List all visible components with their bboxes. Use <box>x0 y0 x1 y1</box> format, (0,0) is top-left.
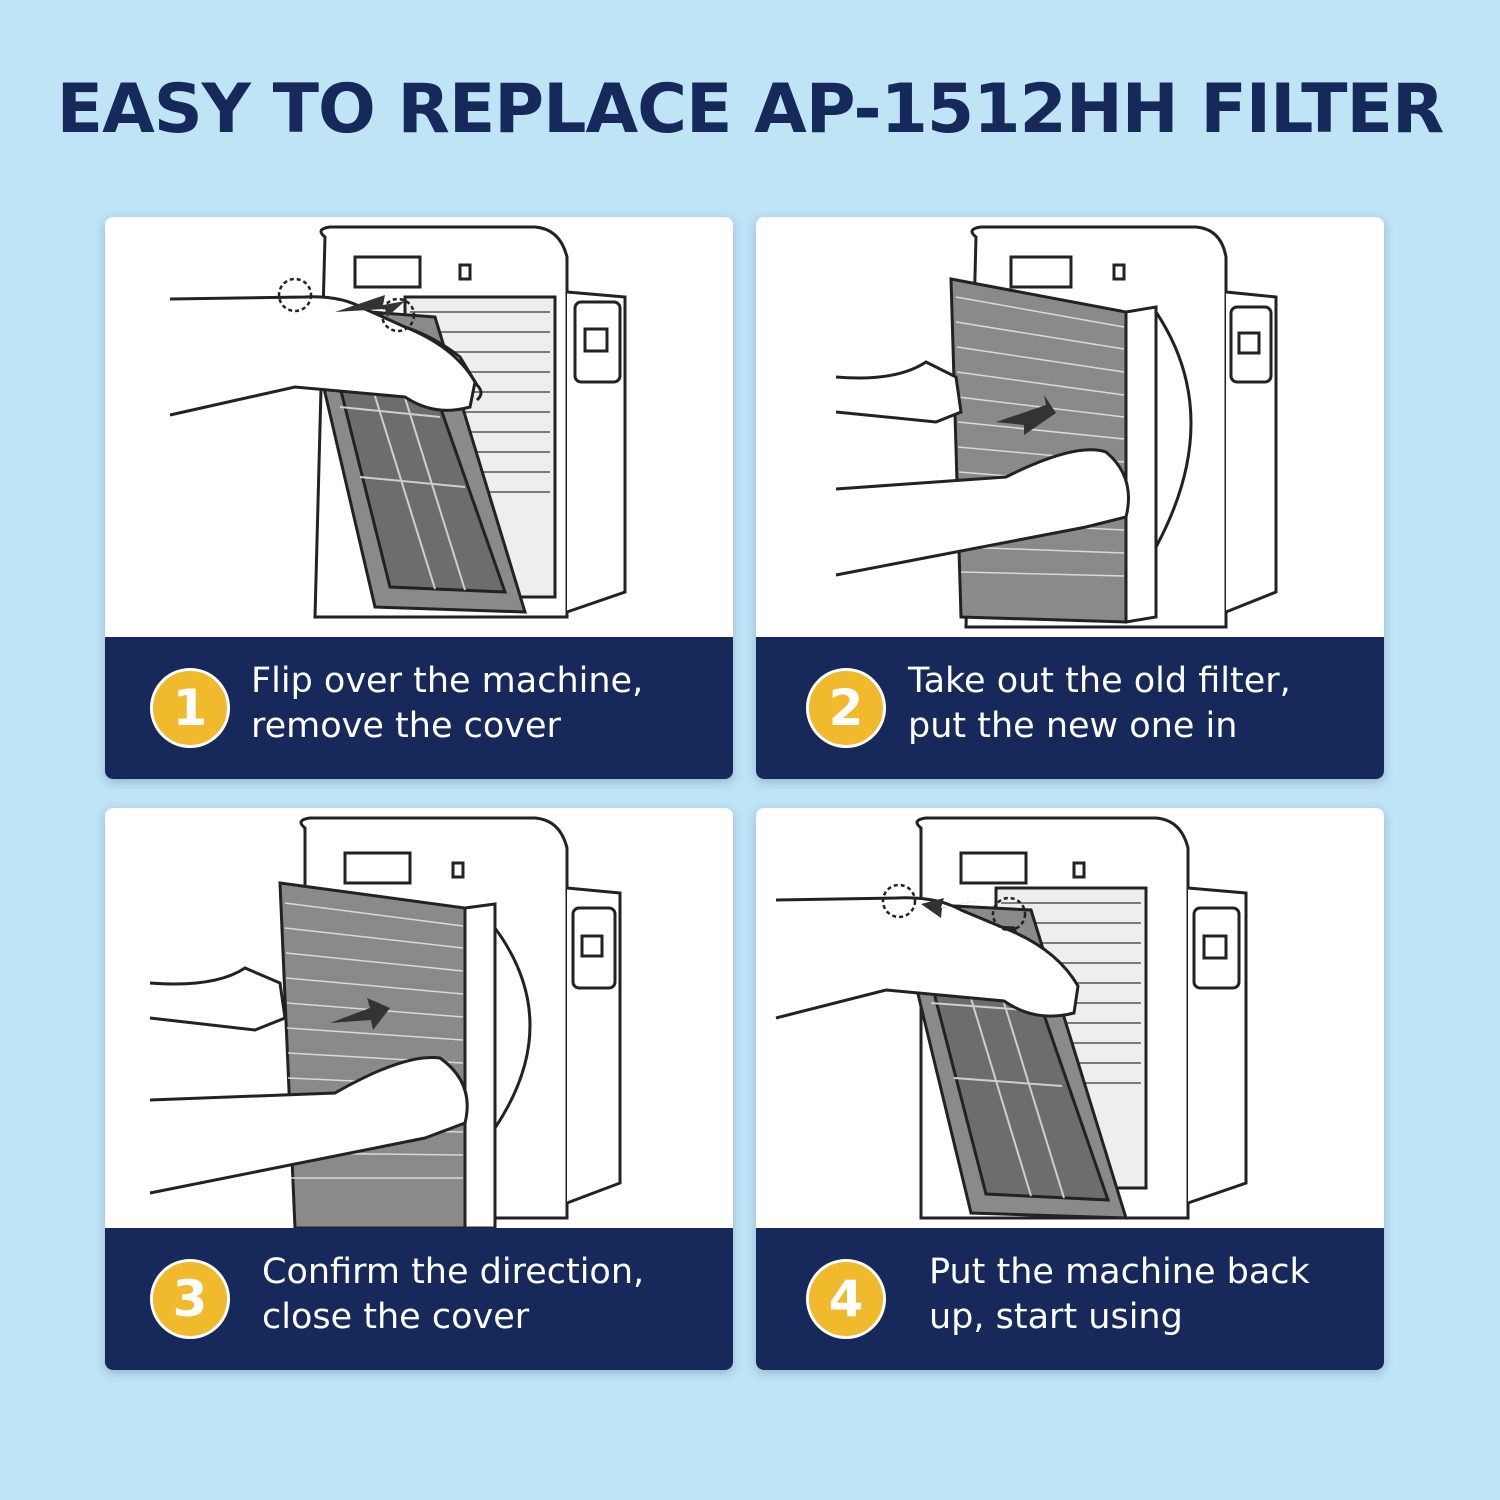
step-number-badge: 4 <box>806 1259 886 1339</box>
step-1-illustration <box>169 225 627 619</box>
step-2-line-2: put the new one in <box>908 706 1238 746</box>
step-card-2: 2 Take out the old filter, put the new o… <box>756 217 1384 779</box>
page-title: EASY TO REPLACE AP-1512HH FILTER <box>56 70 1445 149</box>
step-4-line-1: Put the machine back <box>929 1252 1310 1292</box>
step-1-line-1: Flip over the machine, <box>251 661 644 701</box>
step-number-badge: 3 <box>150 1259 230 1339</box>
step-1-text: Flip over the machine, remove the cover <box>251 659 711 749</box>
step-3-line-1: Confirm the direction, <box>262 1252 645 1292</box>
step-3-caption-band: 3 Confirm the direction, close the cover <box>105 1228 733 1370</box>
step-3-illustration <box>149 816 622 1228</box>
step-2-line-1: Take out the old filter, <box>908 661 1291 701</box>
step-4-line-2: up, start using <box>929 1297 1183 1337</box>
step-4-caption-band: 4 Put the machine back up, start using <box>756 1228 1384 1370</box>
step-2-illustration <box>835 225 1278 629</box>
step-number-badge: 2 <box>806 668 886 748</box>
step-card-4: 4 Put the machine back up, start using <box>756 808 1384 1370</box>
step-2-caption-band: 2 Take out the old filter, put the new o… <box>756 637 1384 779</box>
step-card-3: 3 Confirm the direction, close the cover <box>105 808 733 1370</box>
step-3-text: Confirm the direction, close the cover <box>262 1250 722 1340</box>
step-4-text: Put the machine back up, start using <box>929 1250 1384 1340</box>
step-4-illustration <box>775 816 1248 1220</box>
step-2-text: Take out the old filter, put the new one… <box>908 659 1368 749</box>
step-1-caption-band: 1 Flip over the machine, remove the cove… <box>105 637 733 779</box>
step-3-line-2: close the cover <box>262 1297 530 1337</box>
step-card-1: 1 Flip over the machine, remove the cove… <box>105 217 733 779</box>
step-1-line-2: remove the cover <box>251 706 561 746</box>
step-number-badge: 1 <box>150 668 230 748</box>
